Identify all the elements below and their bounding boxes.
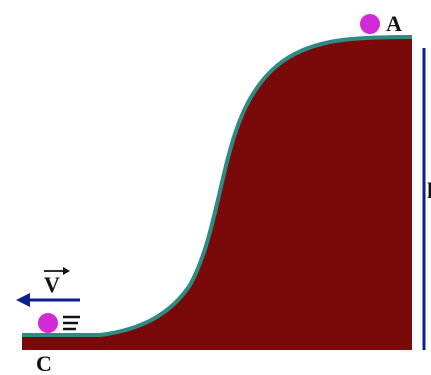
- motion-lines-icon: [63, 315, 80, 331]
- ball-top-icon: [360, 14, 380, 34]
- velocity-arrow-icon: [16, 293, 80, 307]
- label-c: C: [36, 351, 52, 375]
- label-h: h: [427, 178, 431, 203]
- vector-arrow-icon: [44, 267, 70, 275]
- label-v: V: [44, 272, 60, 297]
- ball-bottom-icon: [38, 313, 58, 333]
- label-a: A: [386, 11, 402, 36]
- hill-slope: [22, 37, 412, 350]
- slope-outline: [22, 35, 413, 337]
